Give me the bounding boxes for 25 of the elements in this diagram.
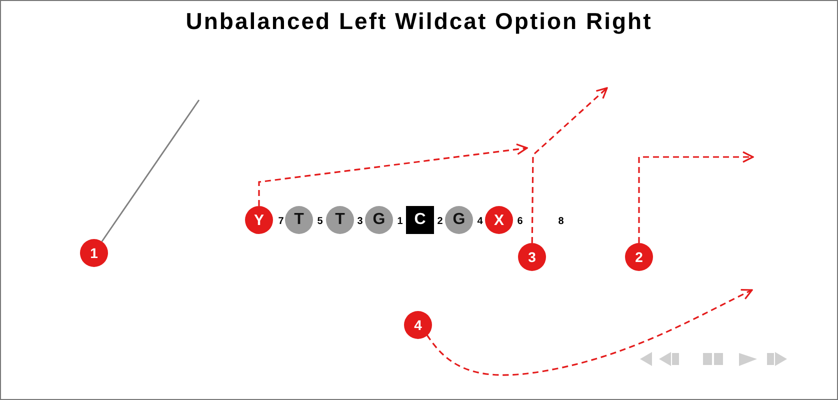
diagram-title: Unbalanced Left Wildcat Option Right	[184, 8, 654, 35]
route-arrow	[258, 144, 528, 206]
gap-number: 4	[476, 216, 484, 228]
lineman-circle: G	[445, 206, 473, 234]
gap-number: 3	[356, 216, 364, 228]
back-circle: 3	[518, 243, 546, 271]
back-circle: 1	[80, 239, 108, 267]
route-arrow	[426, 289, 753, 376]
route-arrow	[638, 151, 754, 243]
gap-number: 5	[316, 216, 324, 228]
gap-number: 1	[396, 216, 404, 228]
gap-number: 6	[516, 216, 524, 228]
route-arrow	[531, 87, 608, 243]
center-square: C	[406, 206, 434, 234]
back-circle: 4	[404, 311, 432, 339]
gap-number: 2	[436, 216, 444, 228]
receiver-circle: X	[485, 206, 513, 234]
receiver-circle: Y	[245, 206, 273, 234]
back-circle: 2	[625, 243, 653, 271]
gap-number: 8	[557, 216, 565, 228]
gap-number: 7	[277, 216, 285, 228]
lineman-circle: T	[285, 206, 313, 234]
lineman-circle: G	[365, 206, 393, 234]
route-line	[101, 100, 200, 242]
lineman-circle: T	[326, 206, 354, 234]
